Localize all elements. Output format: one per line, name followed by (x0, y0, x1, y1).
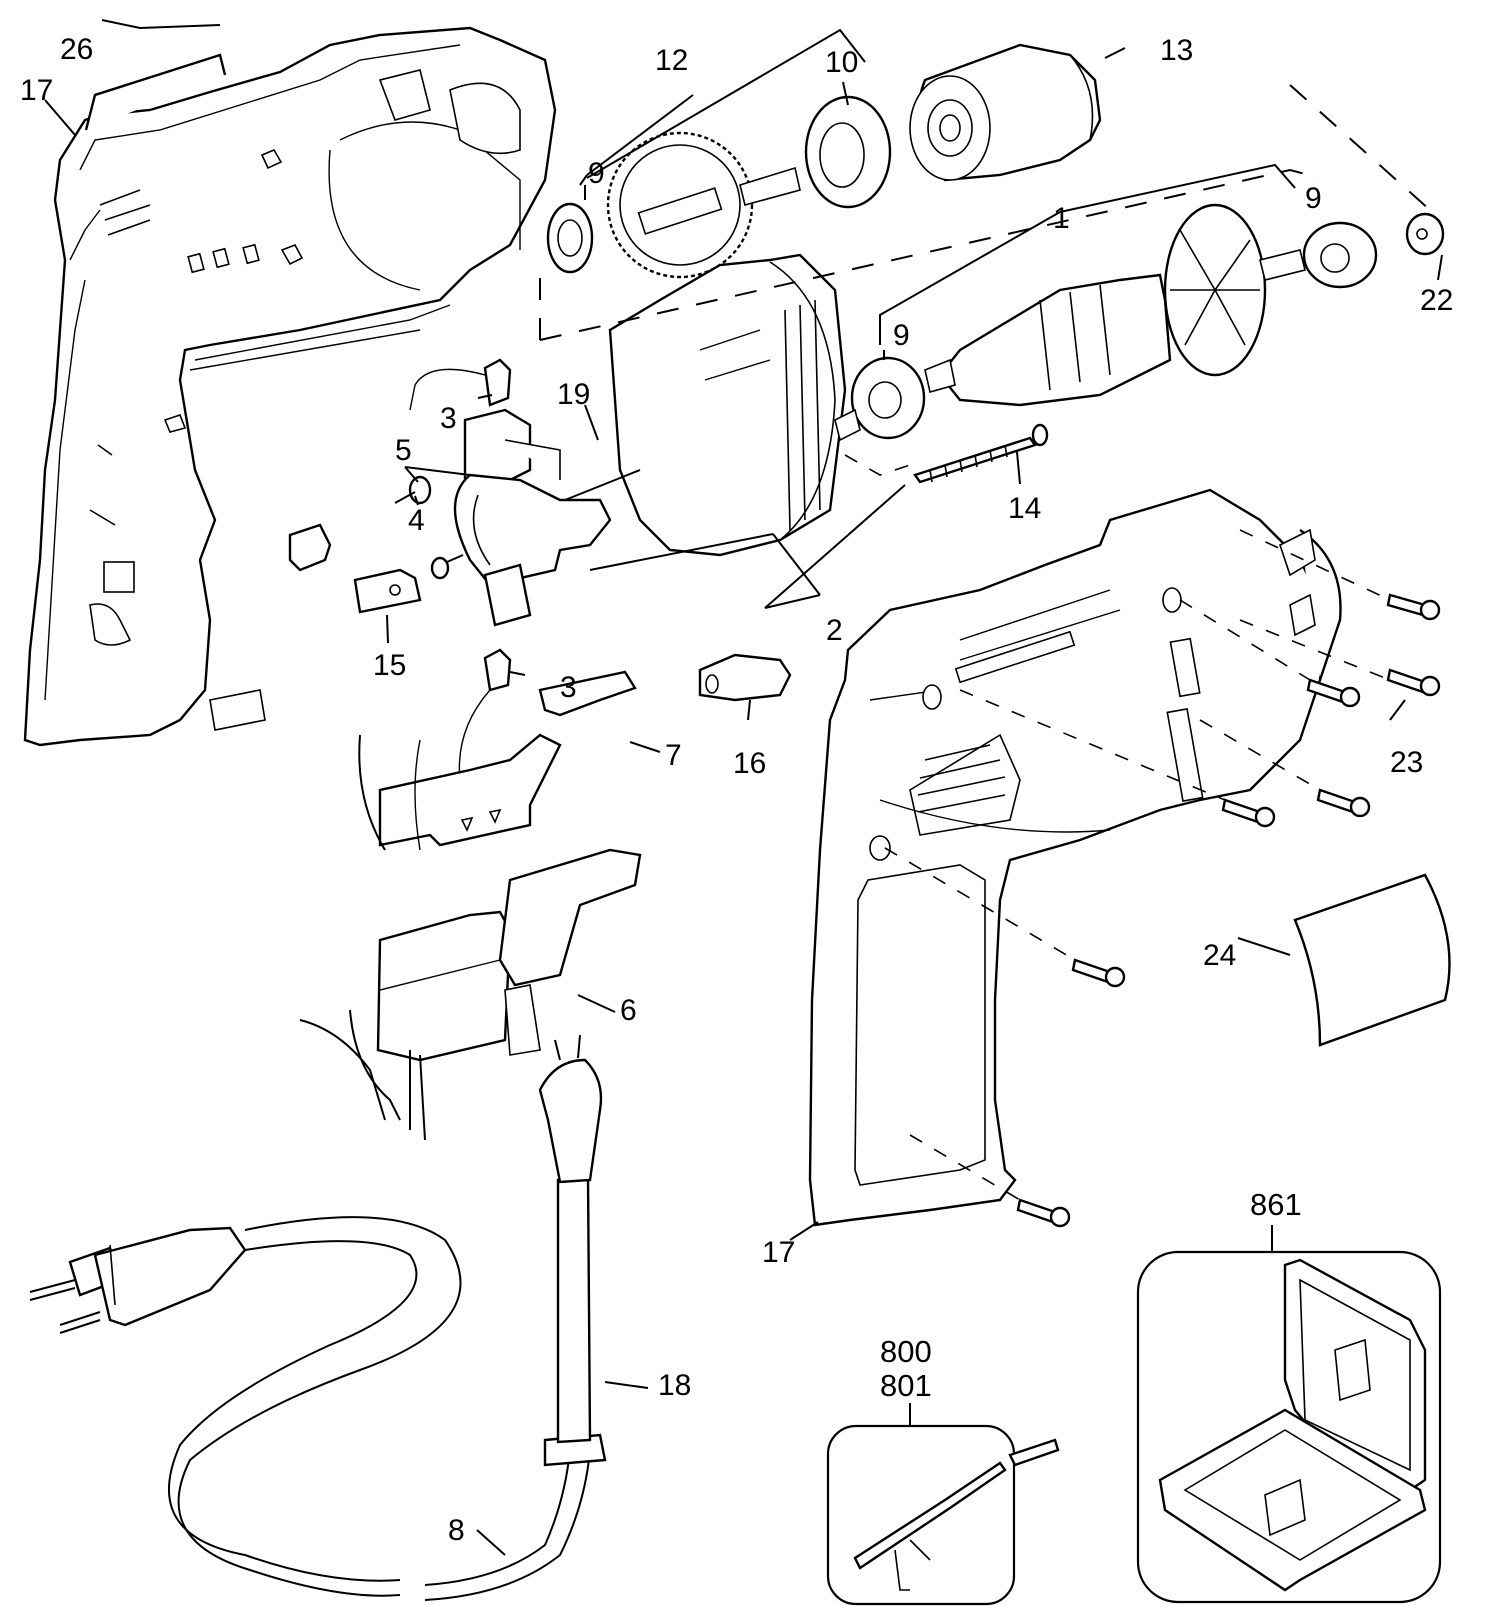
screw-14 (913, 423, 1049, 484)
callout-1: 1 (1053, 202, 1070, 235)
right-housing (808, 488, 1342, 1227)
leader-lines (44, 19, 1443, 1556)
callout-5: 5 (395, 434, 412, 467)
callout-2: 2 (826, 614, 843, 647)
switch-6 (299, 848, 642, 1141)
callout-23: 23 (1390, 746, 1423, 779)
callout-7: 7 (665, 739, 682, 772)
callout-3-bottom: 3 (560, 671, 577, 704)
armature-group (850, 203, 1445, 440)
callout-14: 14 (1008, 492, 1041, 525)
callout-3-top: 3 (440, 402, 457, 435)
callout-9-left: 9 (588, 157, 605, 190)
callout-18: 18 (658, 1369, 691, 1402)
screw-e (1221, 798, 1276, 828)
callout-13: 13 (1160, 34, 1193, 67)
nameplate-24 (1293, 873, 1451, 1047)
callout-17-bottom: 17 (762, 1236, 795, 1269)
callout-800: 800 (880, 1334, 932, 1369)
housing-screws (1016, 593, 1441, 1228)
callout-26: 26 (60, 33, 93, 66)
switch-lever-7 (538, 670, 637, 717)
callout-16: 16 (733, 747, 766, 780)
chuck-13 (909, 43, 1102, 182)
lead-wire-19 (564, 469, 641, 501)
callouts: 26 17 12 10 13 9 1 9 22 9 19 3 5 4 14 2 … (20, 33, 1453, 1547)
callout-12: 12 (655, 44, 688, 77)
callout-4: 4 (408, 504, 425, 537)
screw-c (1386, 668, 1441, 697)
assembly-lines (539, 84, 1441, 1201)
spring-4 (394, 475, 464, 580)
callout-8: 8 (448, 1514, 465, 1547)
field-assembly (608, 253, 861, 557)
callout-10: 10 (825, 46, 858, 79)
left-housing-half (23, 26, 557, 747)
callout-861: 861 (1250, 1187, 1302, 1222)
terminal-clips (288, 523, 422, 614)
power-cord-8 (29, 1216, 591, 1601)
callout-9-right: 9 (1305, 182, 1322, 215)
callout-9-mid: 9 (893, 319, 910, 352)
gear-train (546, 43, 1102, 279)
brush-3a (409, 358, 512, 411)
accessory-box-800 (826, 1403, 1060, 1606)
screw-f (1071, 958, 1126, 988)
brush-3b (458, 648, 512, 781)
callout-17-top: 17 (20, 74, 53, 107)
callout-24: 24 (1203, 939, 1236, 972)
callout-22: 22 (1420, 284, 1453, 317)
brush-holder-5 (453, 408, 612, 627)
callout-15: 15 (373, 649, 406, 682)
cord-protector-18 (538, 1034, 607, 1467)
callout-801: 801 (880, 1368, 932, 1403)
carrying-case-861 (1136, 1225, 1442, 1604)
screw-d (1316, 788, 1371, 818)
callout-6: 6 (620, 994, 637, 1027)
screw-b (1306, 678, 1361, 708)
callout-19: 19 (557, 378, 590, 411)
switch-button-16 (698, 653, 792, 702)
screw-g (1016, 1198, 1071, 1228)
switch-module (358, 733, 562, 851)
screw-a (1386, 593, 1441, 621)
